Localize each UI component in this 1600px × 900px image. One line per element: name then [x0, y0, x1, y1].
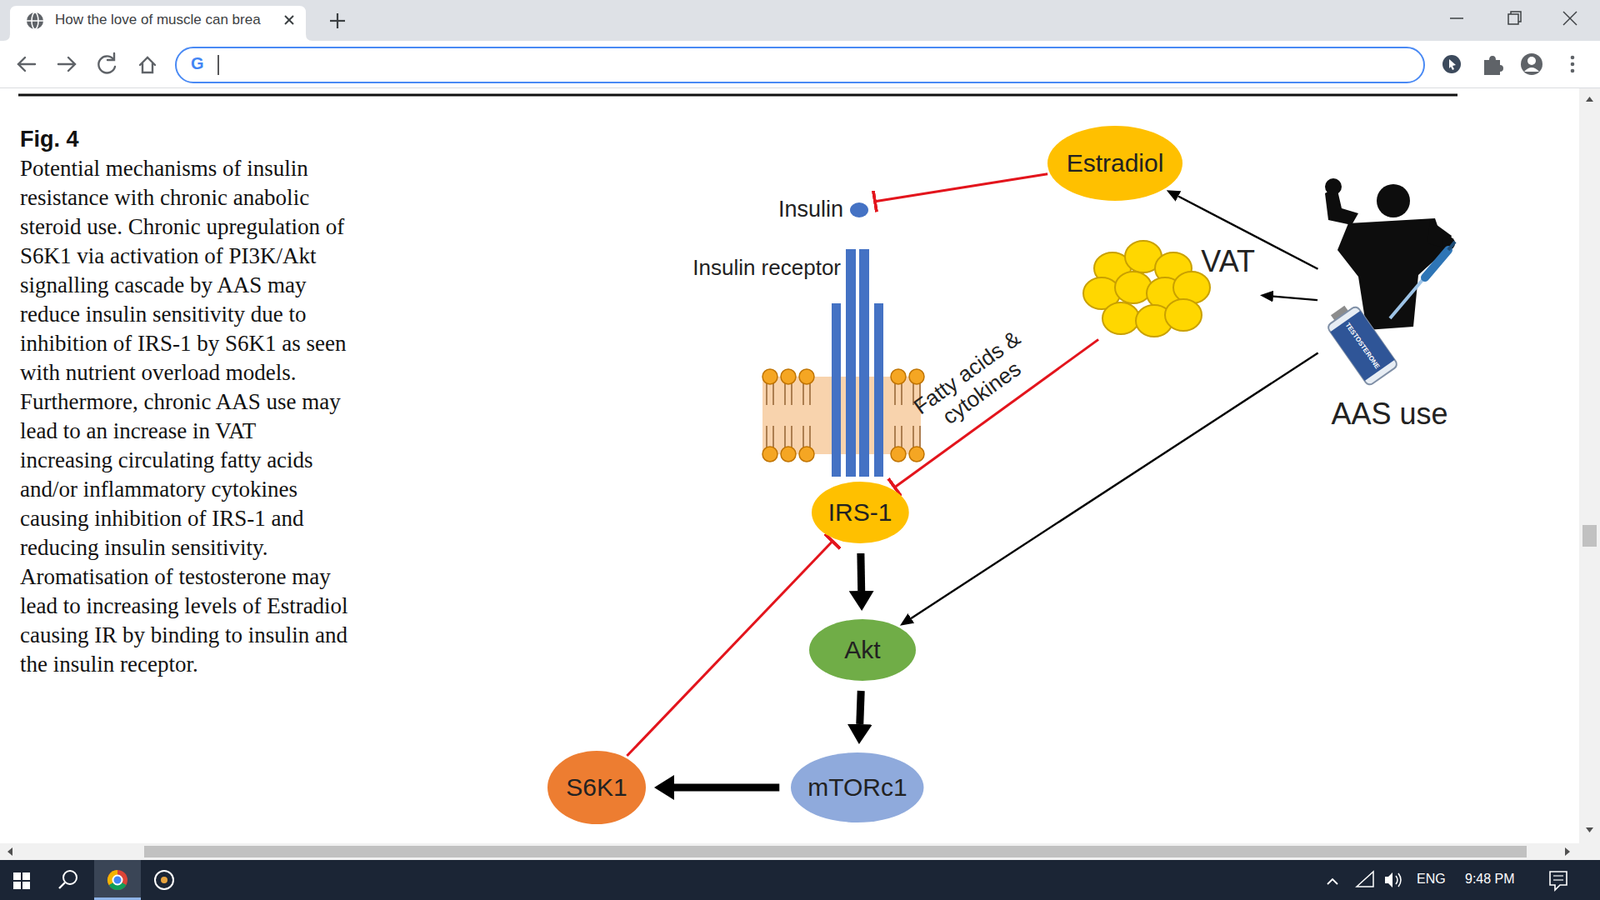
node-label: mTORc1 — [807, 773, 907, 802]
vertical-scrollbar — [1579, 88, 1600, 844]
window-controls — [1450, 11, 1577, 25]
insulin-node: Insulin — [775, 195, 872, 225]
toolbar-icons — [1442, 53, 1575, 75]
figure-caption: Fig. 4Potential mechanisms of insulin re… — [20, 125, 354, 680]
ellipse-fill — [790, 752, 924, 823]
inhibition-line — [875, 174, 1048, 202]
active-tab — [3, 5, 313, 41]
nav-buttons — [18, 53, 155, 73]
inhibition-line — [626, 541, 833, 757]
bodybuilder-figure — [1325, 178, 1455, 330]
activation-arrow — [1273, 296, 1318, 301]
cell-membrane — [762, 369, 925, 462]
lipid-head — [890, 446, 906, 462]
node-label: VAT — [1200, 244, 1255, 280]
ellipse-fill — [547, 750, 646, 825]
lipid-head — [762, 369, 778, 385]
ellipse-fill — [1047, 125, 1183, 201]
hormone-ellipse: Estradiol — [1047, 125, 1183, 201]
horizontal-scrollbar — [0, 843, 1600, 860]
search-engine-icon: G — [190, 54, 205, 74]
lipid-head — [799, 369, 815, 385]
membrane-core — [762, 376, 921, 455]
tab-favicon — [26, 12, 44, 30]
lipid-head — [762, 446, 778, 462]
signalling-ellipse: S6K1 — [547, 750, 646, 825]
taskbar — [0, 860, 1600, 900]
toolbar — [0, 40, 1600, 89]
tab-strip — [0, 0, 1600, 41]
insulin-dot — [850, 202, 869, 218]
signalling-ellipse: IRS-1 — [811, 481, 910, 544]
text-cursor — [217, 55, 220, 75]
lipid-head — [909, 446, 925, 462]
address-bar — [175, 47, 1425, 83]
taskbar-icons — [13, 860, 1567, 900]
node-label: AAS use — [1330, 396, 1448, 432]
figure-number: Fig. 4 — [20, 125, 347, 155]
ellipse-fill — [809, 619, 916, 681]
edge-label: Fatty acids & cytokines — [901, 320, 1046, 445]
receptor-label: Insulin receptor — [692, 255, 841, 281]
lipid-head — [780, 446, 796, 462]
testosterone-vial — [1322, 300, 1399, 387]
syringe — [1390, 241, 1455, 319]
signalling-ellipse: mTORc1 — [790, 752, 924, 823]
signalling-ellipse: Akt — [809, 619, 916, 681]
fat-depot: VAT — [1083, 237, 1257, 338]
toolbar-border — [0, 87, 1600, 89]
language-indicator: ENG — [1416, 871, 1446, 887]
page-rule — [18, 94, 1458, 97]
steroid-user: AAS use — [1320, 179, 1459, 434]
fat-cell — [1165, 299, 1202, 331]
fat-cell — [1102, 302, 1140, 335]
activation-arrow — [674, 784, 780, 792]
lipid-head — [890, 369, 906, 385]
activation-arrow — [860, 690, 861, 725]
tab-title: How the love of muscle can brea — [55, 11, 261, 29]
ellipse-fill — [811, 481, 910, 544]
caption-text: Potential mechanisms of insulin resistan… — [20, 155, 349, 677]
lipid-head — [909, 369, 925, 385]
tab-close-icon — [285, 15, 294, 25]
lipid-bilayer — [762, 369, 925, 462]
node-label: IRS-1 — [828, 498, 893, 527]
visceral-fat-cluster — [1083, 240, 1210, 337]
node-label: Estradiol — [1066, 149, 1165, 178]
node-label: Insulin — [778, 196, 844, 223]
new-tab-icon — [330, 13, 345, 29]
lipid-head — [780, 369, 796, 385]
clock: 9:48 PM — [1465, 871, 1515, 887]
fat-cell — [1115, 271, 1152, 304]
lipid-head — [799, 446, 815, 462]
node-label: Akt — [844, 635, 880, 665]
insulin-receptor — [831, 249, 884, 477]
activation-arrow — [856, 553, 865, 591]
node-label: S6K1 — [565, 773, 627, 802]
vial-label: TESTOSTERONE — [1344, 321, 1382, 371]
